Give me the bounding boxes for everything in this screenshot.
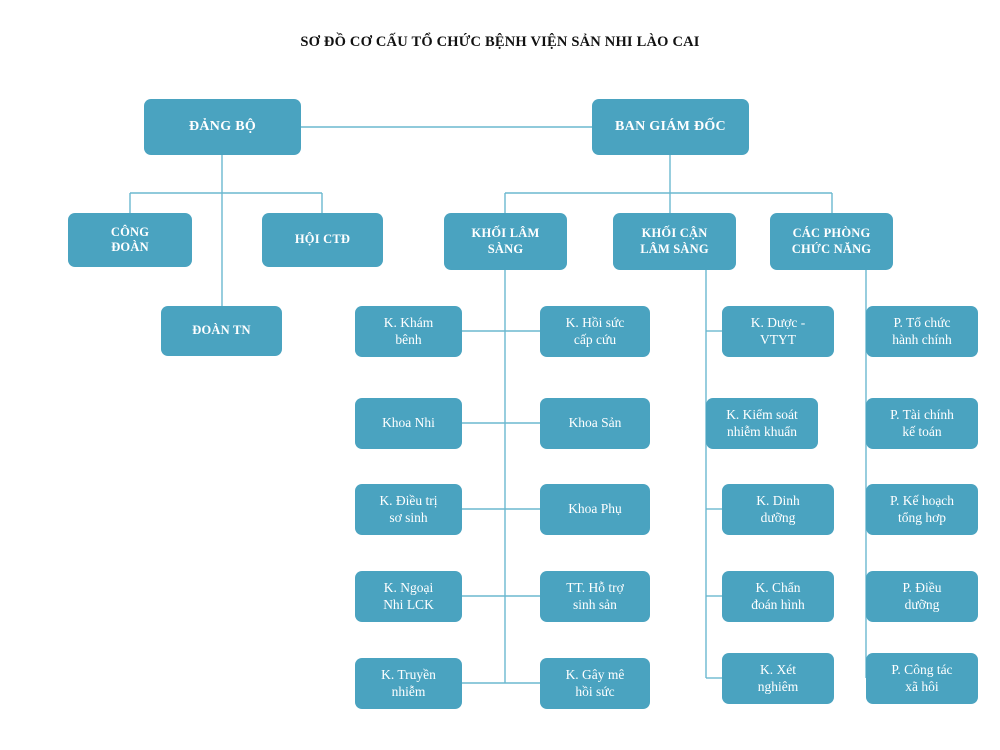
node-khoa-san-label: Khoa Sản: [568, 415, 622, 431]
node-khoi-can-lam-sang-label: KHỐI CẬN LÂM SÀNG: [640, 226, 709, 256]
node-k-ngoai-nhi-lck-label: K. Ngoại Nhi LCK: [383, 580, 434, 612]
node-dang-bo-label: ĐẢNG BỘ: [188, 119, 257, 135]
node-cong-doan-label: CÔNG ĐOÀN: [110, 224, 150, 254]
node-cac-phong-chuc-nang-label: CÁC PHÒNG CHỨC NĂNG: [791, 226, 872, 256]
node-p-ke-hoach-tong-hop-label: P. Kế hoạch tổng hơp: [889, 493, 955, 525]
node-k-dieu-tri-so-sinh-label: K. Điều trị sơ sinh: [379, 493, 438, 525]
node-k-ngoai-nhi-lck[interactable]: K. Ngoại Nhi LCK: [355, 571, 462, 622]
node-k-chan-doan-hinh-label: K. Chẩn đoán hình: [751, 580, 805, 612]
node-khoa-phu[interactable]: Khoa Phụ: [540, 484, 650, 535]
node-p-cong-tac-xa-hoi[interactable]: P. Công tác xã hôi: [866, 653, 978, 704]
node-doan-tn-label: ĐOÀN TN: [192, 323, 251, 338]
node-khoi-can-lam-sang[interactable]: KHỐI CẬN LÂM SÀNG: [613, 213, 736, 270]
node-k-hoi-suc-cap-cuu[interactable]: K. Hồi sức cấp cứu: [540, 306, 650, 357]
node-p-to-chuc-hanh-chinh[interactable]: P. Tổ chức hành chính: [866, 306, 978, 357]
node-khoa-san[interactable]: Khoa Sản: [540, 398, 650, 449]
node-p-ke-hoach-tong-hop[interactable]: P. Kế hoạch tổng hơp: [866, 484, 978, 535]
node-p-cong-tac-xa-hoi-label: P. Công tác xã hôi: [891, 662, 953, 694]
edge-dangbo-bus: [129, 192, 323, 213]
node-k-gay-me-hoi-suc[interactable]: K. Gây mê hồi sức: [540, 658, 650, 709]
node-khoi-lam-sang-label: KHỐI LÂM SÀNG: [471, 226, 540, 256]
node-doan-tn[interactable]: ĐOÀN TN: [161, 306, 282, 356]
node-cong-doan[interactable]: CÔNG ĐOÀN: [68, 213, 192, 267]
node-k-dinh-duong-label: K. Dinh dưỡng: [756, 493, 800, 525]
node-k-dieu-tri-so-sinh[interactable]: K. Điều trị sơ sinh: [355, 484, 462, 535]
node-cac-phong-chuc-nang[interactable]: CÁC PHÒNG CHỨC NĂNG: [770, 213, 893, 270]
node-k-xet-nghiem[interactable]: K. Xét nghiêm: [722, 653, 834, 704]
page-title: SƠ ĐỒ CƠ CẤU TỔ CHỨC BỆNH VIỆN SẢN NHI L…: [300, 34, 700, 50]
node-k-xet-nghiem-label: K. Xét nghiêm: [757, 662, 799, 694]
node-hoi-ctd-label: HỘI CTĐ: [294, 232, 351, 247]
node-p-tai-chinh-ke-toan-label: P. Tài chính kế toán: [890, 407, 954, 439]
node-p-dieu-duong[interactable]: P. Điều dưỡng: [866, 571, 978, 622]
node-k-kham-benh[interactable]: K. Khám bênh: [355, 306, 462, 357]
node-ban-giam-doc[interactable]: BAN GIÁM ĐỐC: [592, 99, 749, 155]
node-p-tai-chinh-ke-toan[interactable]: P. Tài chính kế toán: [866, 398, 978, 449]
node-tt-ho-tro-sinh-san-label: TT. Hỗ trợ sinh sản: [566, 580, 624, 612]
node-k-duoc-vtyt-label: K. Dược - VTYT: [750, 315, 806, 347]
node-khoa-phu-label: Khoa Phụ: [568, 501, 622, 517]
node-dang-bo[interactable]: ĐẢNG BỘ: [144, 99, 301, 155]
node-k-gay-me-hoi-suc-label: K. Gây mê hồi sức: [565, 667, 625, 699]
node-k-hoi-suc-cap-cuu-label: K. Hồi sức cấp cứu: [565, 315, 625, 347]
node-khoa-nhi-label: Khoa Nhi: [382, 415, 435, 431]
node-p-dieu-duong-label: P. Điều dưỡng: [902, 580, 942, 612]
node-p-to-chuc-hanh-chinh-label: P. Tổ chức hành chính: [892, 315, 952, 347]
node-k-dinh-duong[interactable]: K. Dinh dưỡng: [722, 484, 834, 535]
node-k-kiem-soat-nhiem-khuan[interactable]: K. Kiểm soát nhiễm khuẩn: [706, 398, 818, 449]
node-hoi-ctd[interactable]: HỘI CTĐ: [262, 213, 383, 267]
node-k-kiem-soat-nhiem-khuan-label: K. Kiểm soát nhiễm khuẩn: [726, 407, 798, 439]
node-khoi-lam-sang[interactable]: KHỐI LÂM SÀNG: [444, 213, 567, 270]
node-k-truyen-nhiem[interactable]: K. Truyền nhiễm: [355, 658, 462, 709]
node-khoa-nhi[interactable]: Khoa Nhi: [355, 398, 462, 449]
node-k-kham-benh-label: K. Khám bênh: [383, 315, 434, 347]
node-k-duoc-vtyt[interactable]: K. Dược - VTYT: [722, 306, 834, 357]
node-k-truyen-nhiem-label: K. Truyền nhiễm: [381, 667, 436, 699]
node-ban-giam-doc-label: BAN GIÁM ĐỐC: [615, 119, 726, 135]
node-tt-ho-tro-sinh-san[interactable]: TT. Hỗ trợ sinh sản: [540, 571, 650, 622]
edge-bgd-bus: [504, 192, 833, 213]
node-k-chan-doan-hinh[interactable]: K. Chẩn đoán hình: [722, 571, 834, 622]
